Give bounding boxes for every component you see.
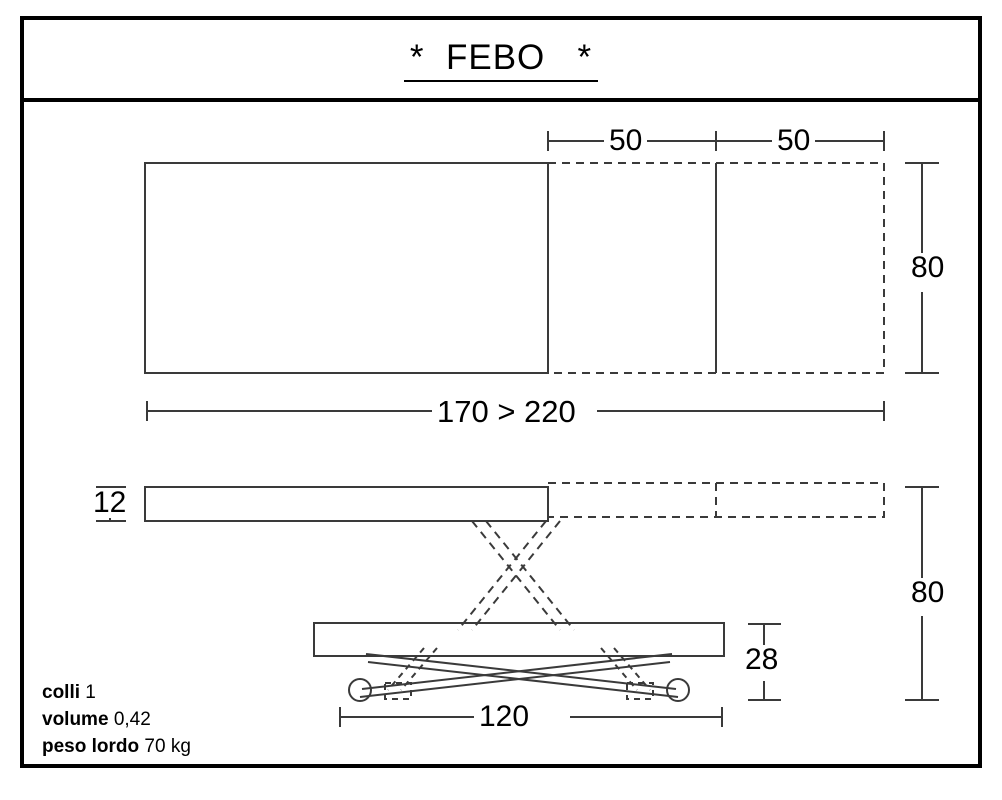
title-block-divider: [20, 98, 982, 102]
side-view-extension-leaf-2: [716, 482, 885, 518]
dim-label-thickness: 12: [88, 488, 132, 518]
dim-label-base-width: 120: [474, 702, 535, 732]
dim-label-depth: 80: [906, 253, 950, 283]
pivot-bracket-right: [626, 682, 654, 700]
scissor-mechanism-raised: [457, 520, 575, 631]
lowered-legs-dashed: [384, 647, 654, 700]
pivot-bracket-left: [384, 682, 412, 700]
spec-label-colli: colli: [42, 682, 81, 703]
spec-row-volume: volume 0,42: [42, 707, 191, 734]
spec-value-volume: 0,42: [113, 708, 151, 730]
top-view-extension-leaf-2: [715, 162, 885, 374]
spec-label-peso-lordo: peso lordo: [42, 735, 140, 757]
side-view-extension-leaf-1: [548, 482, 717, 518]
top-view-extension-leaf-1: [547, 162, 717, 374]
foot-right: [666, 678, 690, 702]
specification-block: colli 1 volume 0,42 peso lordo 70 kg: [42, 680, 191, 761]
dim-label-height: 80: [906, 578, 950, 608]
dim-label-ext-right: 50: [772, 126, 816, 156]
lowered-legs-solid: [359, 653, 679, 698]
lowered-table-slab: [313, 622, 725, 657]
spec-row-colli: colli 1: [42, 680, 191, 707]
spec-row-peso-lordo: peso lordo 70 kg: [42, 734, 191, 761]
spec-label-volume: volume: [42, 708, 109, 730]
dim-label-width-range: 170 > 220: [432, 396, 581, 427]
spec-value-peso-lordo: 70 kg: [144, 735, 191, 757]
title-block: * FEBO *: [20, 38, 982, 82]
page-title: * FEBO *: [403, 38, 599, 82]
sheet-border: [20, 16, 982, 768]
foot-left: [348, 678, 372, 702]
dim-label-ext-left: 50: [604, 126, 648, 156]
side-view-top-slab: [144, 486, 549, 522]
top-view-main-panel: [144, 162, 549, 374]
spec-value-colli: 1: [85, 682, 96, 703]
dim-label-lowered-height: 28: [740, 645, 784, 675]
